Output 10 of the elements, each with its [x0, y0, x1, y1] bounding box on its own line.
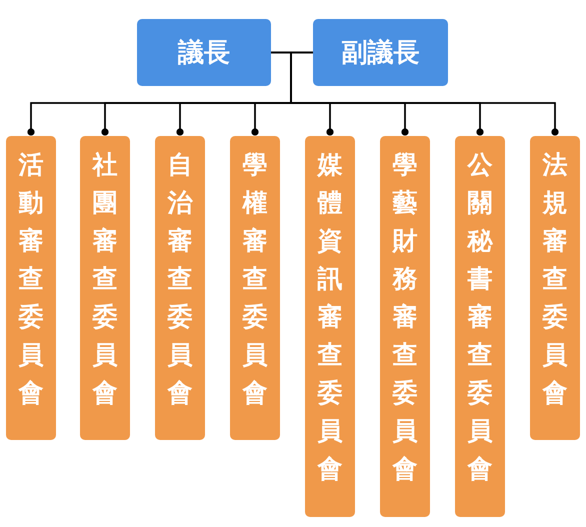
committee-box: 公關秘書審查委員會 — [455, 136, 505, 517]
committee-box: 學權審查委員會 — [230, 136, 280, 440]
committee-box: 活動審查委員會 — [6, 136, 56, 440]
committee-box: 自治審查委員會 — [155, 136, 205, 440]
committee-box: 學藝財務審查委員會 — [380, 136, 430, 517]
committee-box: 社團審查委員會 — [80, 136, 130, 440]
position-box: 副議長 — [313, 19, 448, 86]
position-box: 議長 — [137, 19, 271, 86]
committee-box: 媒體資訊審查委員會 — [305, 136, 355, 517]
committee-box: 法規審查委員會 — [530, 136, 580, 440]
